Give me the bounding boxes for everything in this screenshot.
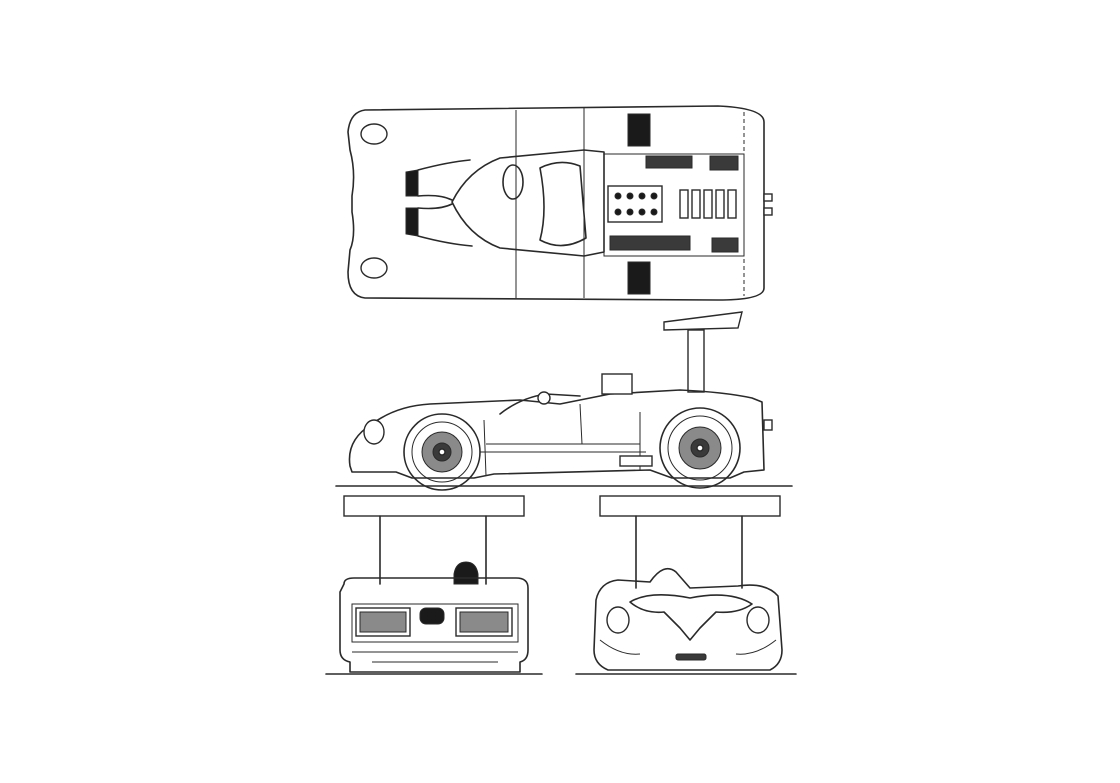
front-view — [575, 495, 797, 675]
rear-view-tail-panel — [351, 603, 519, 643]
top-view-nose-duct-lower — [405, 207, 419, 237]
top-view-driver-seat — [539, 161, 587, 247]
rear-view — [325, 495, 543, 675]
side-view-rear-wing — [663, 311, 743, 331]
side-view-driver-helmet — [537, 391, 551, 405]
side-view-rear-wheel — [659, 407, 741, 489]
front-view-fender-left — [599, 639, 641, 655]
side-view-wing-strut — [687, 329, 705, 393]
side-view-exhaust — [619, 455, 653, 467]
top-view-intake-stacks — [679, 189, 737, 219]
side-view — [335, 311, 793, 491]
front-view-fender-right — [735, 639, 777, 655]
top-view-headlight-left — [360, 123, 388, 145]
top-view-nose-duct-upper — [405, 169, 419, 197]
top-view-engine-block — [607, 185, 663, 223]
top-view-oil-cooler-upper — [709, 155, 739, 171]
top-view-rear-duct-lower — [627, 261, 651, 295]
front-view-wing — [599, 495, 781, 517]
front-view-headlight-right — [746, 606, 770, 634]
top-view-body-outline — [347, 105, 765, 301]
side-view-front-wheel — [403, 413, 481, 491]
top-view-radiator-upper — [645, 155, 693, 169]
top-view-cylinder-heads — [614, 192, 658, 216]
side-view-rear-light — [763, 419, 773, 431]
top-view-oil-cooler-lower — [711, 237, 739, 253]
front-view-cockpit-opening — [629, 594, 753, 641]
top-view-radiator-lower — [609, 235, 691, 251]
rear-view-grille-left — [359, 611, 407, 633]
top-view-rear-mount-lower — [763, 207, 773, 216]
top-view-nose-fairing — [417, 159, 473, 247]
rear-view-grille-right — [459, 611, 509, 633]
front-view-headlight-left — [606, 606, 630, 634]
side-view-air-intake — [601, 373, 633, 395]
rear-view-body-outline — [339, 577, 529, 673]
rear-view-exhaust-outlet — [419, 607, 445, 625]
top-view-headlight-right — [360, 257, 388, 279]
top-view-rear-mount-upper — [763, 193, 773, 202]
side-view-headlight — [363, 419, 385, 445]
rear-view-diffuser — [352, 651, 518, 663]
side-view-door-line — [483, 403, 641, 477]
top-view — [347, 105, 773, 301]
rear-view-roll-hoop — [453, 561, 479, 585]
front-view-body-outline — [593, 567, 783, 671]
top-view-steering-wheel — [502, 164, 524, 200]
front-view-splitter-intake — [675, 653, 707, 661]
rear-view-wing — [343, 495, 525, 517]
top-view-rear-duct-upper — [627, 113, 651, 147]
